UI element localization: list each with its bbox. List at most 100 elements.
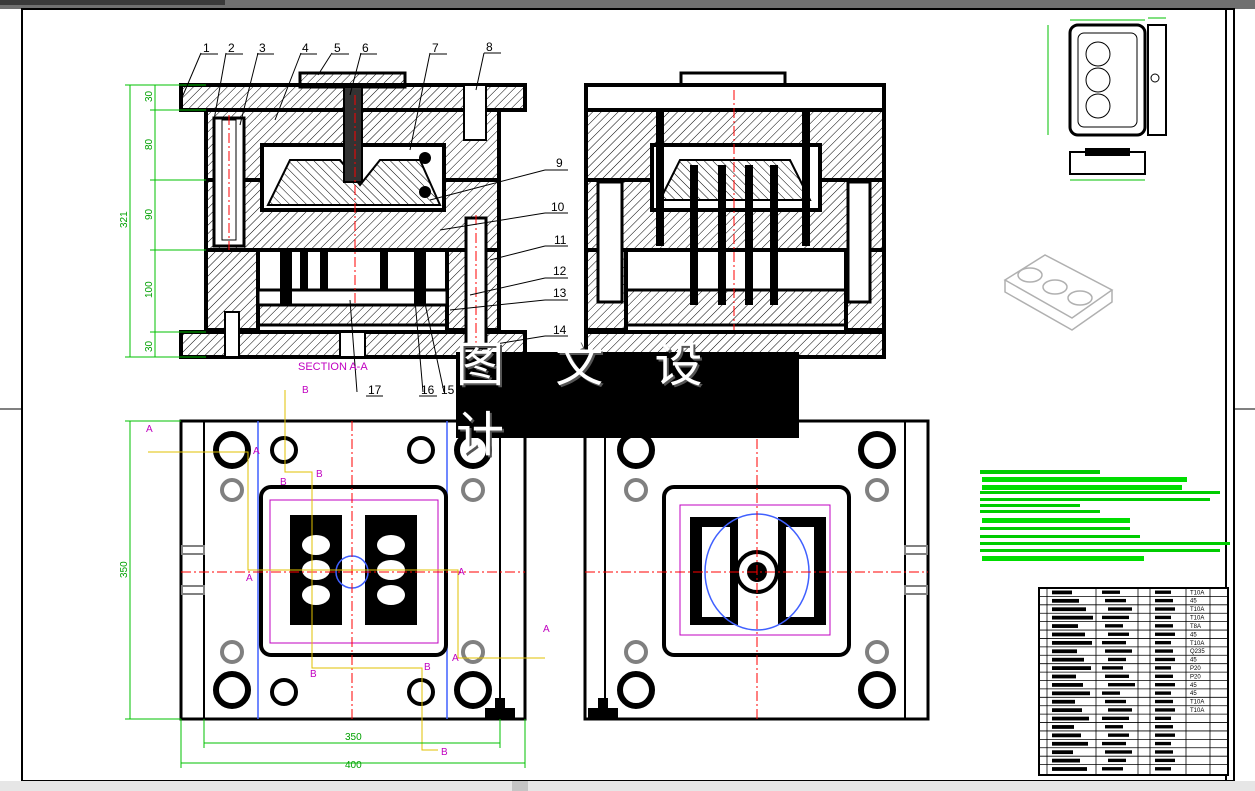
isometric-part-sketch [1003, 254, 1114, 331]
part-number-13: 13 [553, 286, 567, 300]
bom-part-code [1102, 691, 1120, 695]
bom-part-name [1052, 733, 1081, 738]
bom-quantity [1155, 624, 1173, 628]
bom-part-name [1052, 674, 1076, 679]
horizontal-scrollbar[interactable] [0, 781, 1255, 791]
bom-material: 45 [1190, 599, 1197, 605]
bom-part-name [1052, 699, 1075, 704]
bom-part-name [1052, 657, 1084, 662]
bom-quantity [1155, 741, 1171, 746]
bom-part-name [1052, 640, 1092, 645]
dim-100: 100 [144, 281, 155, 298]
cavity-plan-view [583, 419, 930, 721]
bom-material: P20 [1190, 666, 1201, 672]
bom-quantity [1155, 708, 1175, 712]
bom-quantity [1155, 767, 1171, 771]
bom-material: 45 [1190, 683, 1197, 689]
bom-part-name [1052, 741, 1088, 746]
part-number-14: 14 [553, 323, 567, 337]
watermark-banner: 图 文 设 计 [456, 337, 799, 463]
part-number-9: 9 [556, 156, 563, 170]
cut-label-b-6: B [441, 747, 448, 758]
part-number-16: 16 [421, 383, 435, 397]
part-number-1: 1 [203, 41, 210, 55]
bom-part-code [1108, 708, 1132, 712]
bom-part-code [1108, 632, 1129, 636]
dim-30-top: 30 [144, 90, 155, 102]
bom-part-name [1052, 632, 1085, 637]
part-number-5: 5 [334, 41, 341, 55]
bom-part-code [1105, 699, 1126, 704]
cut-label-b-3: B [280, 477, 287, 488]
bom-part-code [1105, 725, 1123, 729]
bom-quantity [1155, 683, 1175, 687]
bom-part-code [1108, 683, 1135, 687]
part-number-10: 10 [551, 200, 565, 214]
bom-material: T8A [1190, 624, 1201, 630]
bom-part-code [1102, 716, 1129, 721]
bom-material: 45 [1190, 691, 1197, 697]
toolbar-icon[interactable] [0, 0, 225, 5]
side-view [584, 71, 886, 359]
bom-quantity [1155, 590, 1171, 594]
bom-quantity [1155, 632, 1175, 636]
bom-part-code [1102, 666, 1123, 670]
bom-quantity [1155, 725, 1173, 729]
part-number-17: 17 [368, 383, 382, 397]
part-number-3: 3 [259, 41, 266, 55]
cut-label-a-1: A [146, 424, 153, 435]
bom-quantity [1155, 733, 1175, 737]
scrollbar-icon[interactable] [512, 781, 528, 791]
bom-part-name [1052, 624, 1078, 628]
bom-part-name [1052, 615, 1093, 620]
dim-350-horizontal: 350 [345, 732, 362, 743]
bom-quantity [1155, 758, 1175, 763]
dim-80: 80 [144, 138, 155, 150]
technical-notes [980, 470, 1230, 561]
part-number-4: 4 [302, 41, 309, 55]
bom-part-code [1102, 767, 1123, 771]
part-number-15: 15 [441, 383, 455, 397]
bom-quantity [1155, 716, 1171, 721]
part-number-2: 2 [228, 41, 235, 55]
cut-label-b-4: B [310, 669, 317, 680]
bom-part-name [1052, 691, 1090, 696]
bom-material: T10A [1190, 708, 1204, 714]
bom-part-code [1102, 640, 1126, 645]
bom-part-name [1052, 708, 1082, 713]
part-callout-leaders [180, 52, 546, 393]
cut-label-a-4: A [458, 567, 465, 578]
part-number-7: 7 [432, 41, 439, 55]
part-number-6: 6 [362, 41, 369, 55]
dim-400-horizontal: 400 [345, 760, 362, 771]
bom-material: T10A [1190, 607, 1204, 613]
cut-label-a-6: A [543, 624, 550, 635]
bom-part-code [1108, 607, 1132, 611]
bom-part-name [1052, 725, 1074, 729]
section-cut-lines [148, 390, 545, 751]
bom-quantity [1155, 615, 1171, 620]
bom-part-code [1105, 750, 1132, 754]
bom-part-code [1102, 590, 1120, 594]
bom-material: T10A [1190, 590, 1204, 596]
window-title-bar [0, 0, 1255, 9]
cut-label-a-2: A [253, 446, 260, 457]
bom-quantity [1155, 666, 1171, 670]
cut-label-b-5: B [424, 662, 431, 673]
bom-material: P20 [1190, 674, 1201, 680]
bom-part-name [1052, 666, 1091, 670]
bom-part-code [1108, 657, 1126, 662]
bom-part-code [1102, 741, 1126, 746]
bom-part-name [1052, 750, 1073, 755]
bom-quantity [1155, 674, 1173, 678]
dim-321: 321 [119, 211, 130, 228]
bom-material: T10A [1190, 616, 1204, 622]
cut-label-a-3: A [246, 573, 253, 584]
part-number-8: 8 [486, 40, 493, 54]
bom-part-code [1105, 598, 1126, 603]
bom-part-name [1052, 607, 1086, 612]
bom-material: 45 [1190, 658, 1197, 664]
bom-part-code [1105, 649, 1132, 653]
bom-material: 45 [1190, 632, 1197, 638]
